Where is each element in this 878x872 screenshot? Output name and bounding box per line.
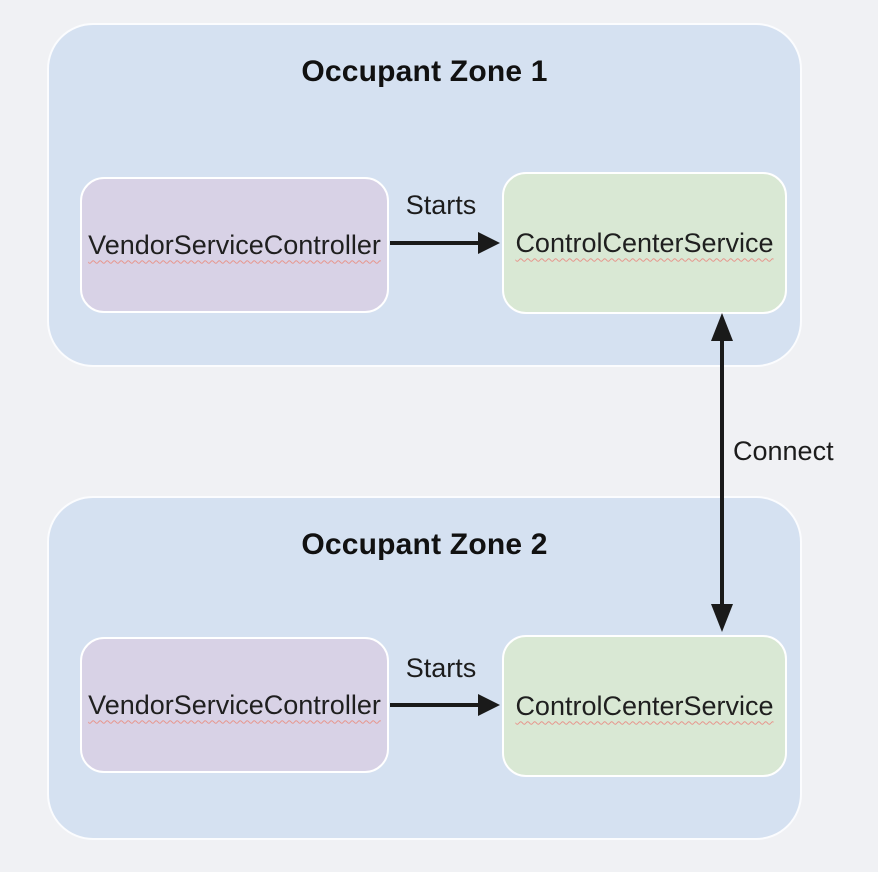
zone-title: Occupant Zone 1 bbox=[301, 55, 548, 88]
node-label: ControlCenterService bbox=[515, 227, 774, 258]
starts-edge-label: Starts bbox=[405, 653, 477, 683]
occupant-zone-1: Occupant Zone 1 VendorServiceController … bbox=[47, 23, 802, 367]
node-label: VendorServiceController bbox=[88, 229, 381, 260]
node-label: ControlCenterService bbox=[515, 690, 774, 721]
occupant-zone-2: Occupant Zone 2 VendorServiceController … bbox=[47, 496, 802, 840]
node-control-center-service: ControlCenterService bbox=[502, 635, 787, 777]
starts-edge-label: Starts bbox=[405, 190, 477, 220]
zone-title: Occupant Zone 2 bbox=[301, 528, 548, 561]
node-vendor-service-controller: VendorServiceController bbox=[80, 637, 389, 773]
node-control-center-service: ControlCenterService bbox=[502, 172, 787, 314]
node-label: VendorServiceController bbox=[88, 689, 381, 720]
connect-edge-label: Connect bbox=[733, 436, 834, 466]
node-vendor-service-controller: VendorServiceController bbox=[80, 177, 389, 313]
